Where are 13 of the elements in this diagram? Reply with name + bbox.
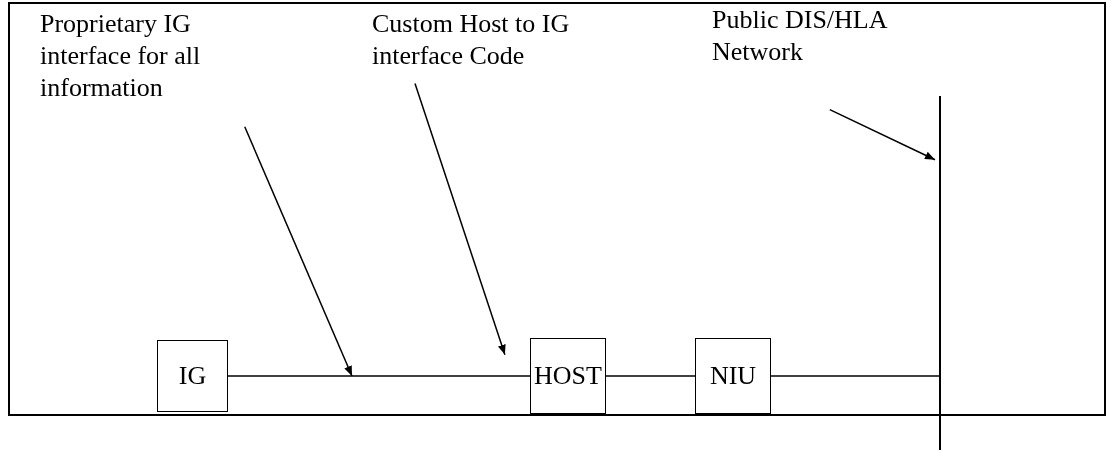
connection-line [770, 375, 940, 377]
connection-line [227, 375, 531, 377]
component-box: HOST [530, 338, 606, 414]
callout-text: Public DIS/HLA Network [712, 4, 902, 70]
connection-line [605, 375, 696, 377]
callout-text: Proprietary IG interface for all information [40, 8, 265, 116]
network-bus-line [939, 96, 941, 450]
component-box: IG [157, 340, 228, 412]
callout-text: Custom Host to IG interface Code [372, 8, 572, 80]
leader-arrow [244, 126, 353, 377]
leader-arrow [829, 108, 936, 161]
leader-arrow [414, 82, 506, 356]
component-box: NIU [695, 338, 771, 414]
